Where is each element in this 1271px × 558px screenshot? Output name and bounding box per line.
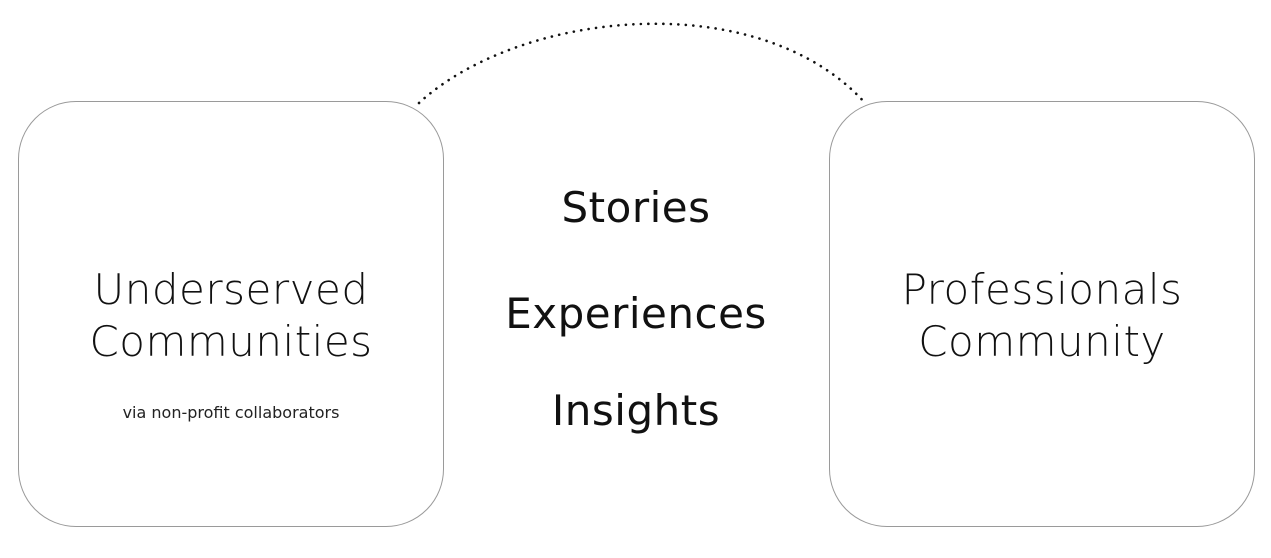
underserved-communities-box: Underserved Communities via non-profit c… — [18, 101, 444, 527]
right-box-title-line-2: Community — [918, 317, 1166, 366]
left-box-subtitle: via non-profit collaborators — [122, 403, 340, 422]
middle-item-insights: Insights — [551, 386, 721, 435]
middle-item-stories: Stories — [561, 183, 711, 232]
left-box-title-line-1: Underserved — [93, 265, 369, 314]
right-box-title-line-1: Professionals — [901, 265, 1183, 314]
professionals-community-box: Professionals Community — [829, 101, 1255, 527]
left-box-title-line-2: Communities — [89, 317, 373, 366]
middle-item-experiences: Experiences — [505, 289, 767, 338]
